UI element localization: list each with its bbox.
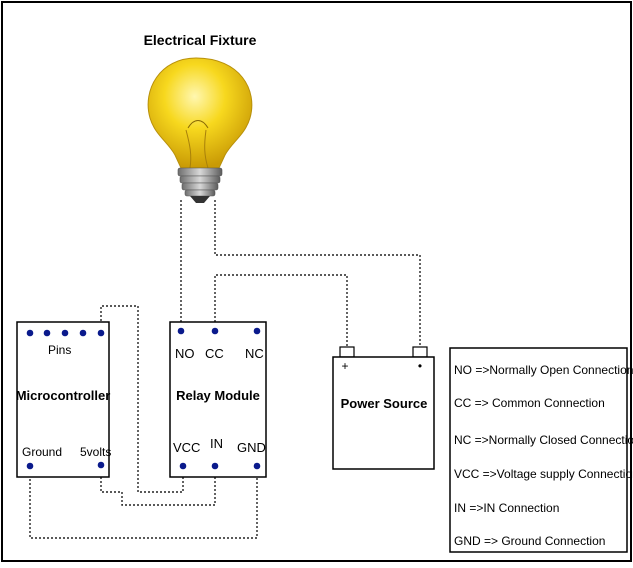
mc-ground-label: Ground bbox=[22, 445, 62, 459]
relay-gnd-dot bbox=[253, 462, 261, 470]
power-plus-label: + bbox=[341, 359, 348, 373]
fixture-title: Electrical Fixture bbox=[144, 32, 257, 48]
relay-vcc-label: VCC bbox=[173, 440, 200, 455]
legend-item: VCC =>Voltage supply Connection bbox=[454, 467, 633, 481]
light-bulb-icon bbox=[147, 57, 253, 203]
power-title: Power Source bbox=[341, 396, 428, 411]
legend-item: NC =>Normally Closed Connection bbox=[454, 433, 633, 447]
power-plus-terminal bbox=[339, 346, 355, 358]
relay-no-dot bbox=[177, 327, 185, 335]
legend-item: NO =>Normally Open Connection bbox=[454, 363, 633, 377]
relay-in-dot bbox=[211, 462, 219, 470]
mc-pin-dot bbox=[43, 329, 51, 337]
relay-no-label: NO bbox=[175, 346, 195, 361]
mc-pin-dot bbox=[79, 329, 87, 337]
mc-pin-dot bbox=[61, 329, 69, 337]
wire-cc-power-plus bbox=[214, 274, 348, 347]
mc-5volts-label: 5volts bbox=[80, 445, 111, 459]
mc-pins-label: Pins bbox=[48, 343, 71, 357]
wires bbox=[29, 200, 421, 539]
relay-in-label: IN bbox=[210, 436, 223, 451]
legend-box: NO =>Normally Open Connection CC => Comm… bbox=[449, 347, 633, 553]
wire-5v-in bbox=[100, 465, 216, 506]
mc-pin-dot bbox=[97, 329, 105, 337]
relay-cc-label: CC bbox=[205, 346, 224, 361]
relay-nc-label: NC bbox=[245, 346, 264, 361]
mc-5volts-dot bbox=[97, 461, 105, 469]
wire-ground-gnd bbox=[29, 467, 258, 539]
mc-ground-dot bbox=[26, 462, 34, 470]
relay-gnd-label: GND bbox=[237, 440, 266, 455]
power-source-box: + • Power Source bbox=[332, 346, 435, 470]
legend-item: GND => Ground Connection bbox=[454, 534, 605, 548]
legend-item: CC => Common Connection bbox=[454, 396, 605, 410]
power-minus-label: • bbox=[418, 359, 422, 373]
microcontroller-box: Pins Microcontroller Ground 5volts bbox=[16, 321, 111, 478]
relay-vcc-dot bbox=[179, 462, 187, 470]
mc-title: Microcontroller bbox=[16, 388, 111, 403]
relay-nc-dot bbox=[253, 327, 261, 335]
mc-pin-dot bbox=[26, 329, 34, 337]
wire-mc-vcc bbox=[100, 305, 184, 493]
relay-module-box: NO CC NC Relay Module VCC IN GND bbox=[169, 321, 267, 478]
relay-cc-dot bbox=[211, 327, 219, 335]
legend-item: IN =>IN Connection bbox=[454, 501, 559, 515]
wire-bulb-power-minus bbox=[214, 200, 421, 347]
relay-title: Relay Module bbox=[176, 388, 260, 403]
power-minus-terminal bbox=[412, 346, 428, 358]
